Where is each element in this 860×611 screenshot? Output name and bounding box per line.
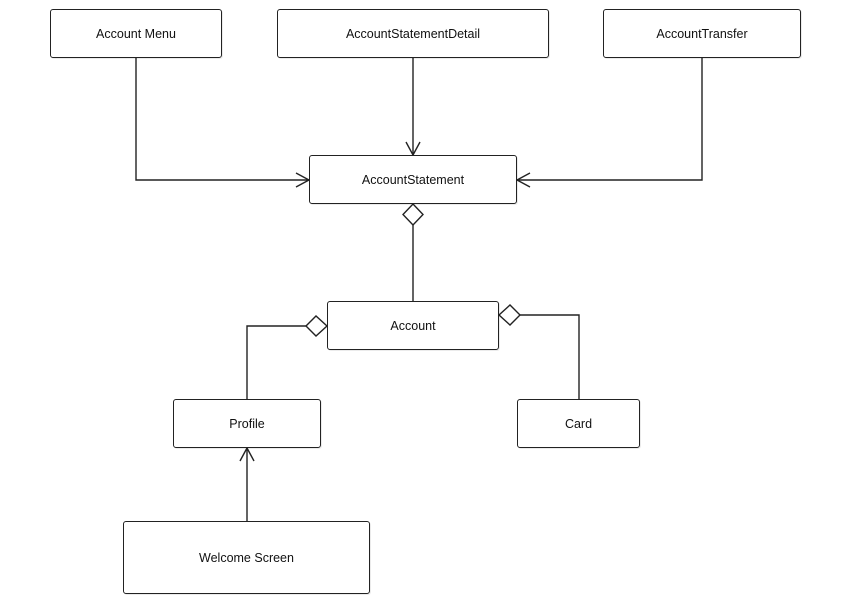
node-welcome-screen: Welcome Screen [123, 521, 370, 594]
node-label: Account Menu [96, 26, 176, 41]
node-label: AccountStatementDetail [345, 26, 481, 41]
node-label: Welcome Screen [199, 550, 294, 565]
node-profile: Profile [173, 399, 321, 448]
edge-welcome-screen-to-profile [239, 446, 255, 521]
node-account-statement-detail: AccountStatementDetail [277, 9, 549, 58]
node-label: Account [390, 318, 436, 333]
node-label: Card [564, 416, 593, 431]
edge-account-statement-detail-to-account-statement [405, 58, 421, 157]
edge-account-transfer-to-account-statement [515, 58, 703, 188]
edge-profile-to-account [246, 315, 329, 399]
node-account-statement: AccountStatement [309, 155, 517, 204]
arrowhead-icon [239, 446, 255, 462]
aggregation-diamond-icon [402, 202, 424, 227]
edge-account-menu-to-account-statement [135, 58, 311, 188]
arrowhead-icon [515, 172, 531, 188]
node-account-transfer: AccountTransfer [603, 9, 801, 58]
aggregation-diamond-icon [497, 304, 521, 326]
node-label: Profile [229, 416, 265, 431]
node-card: Card [517, 399, 640, 448]
edge-account-to-account-statement [402, 202, 424, 301]
node-label: AccountTransfer [656, 26, 748, 41]
node-account: Account [327, 301, 499, 350]
edge-card-to-account [497, 304, 580, 399]
node-label: AccountStatement [361, 172, 465, 187]
node-account-menu: Account Menu [50, 9, 222, 58]
aggregation-diamond-icon [305, 315, 329, 337]
